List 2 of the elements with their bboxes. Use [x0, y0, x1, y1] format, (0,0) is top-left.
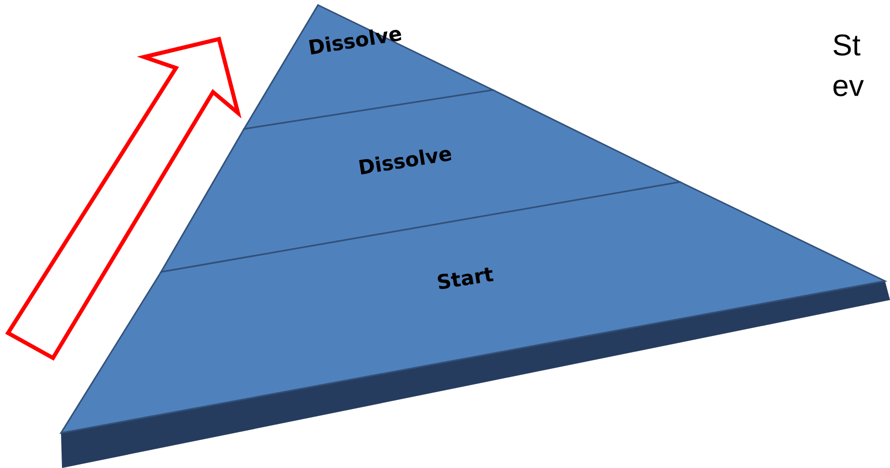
cut-off-text: ev: [833, 80, 864, 96]
cut-off-text: St: [834, 34, 860, 56]
